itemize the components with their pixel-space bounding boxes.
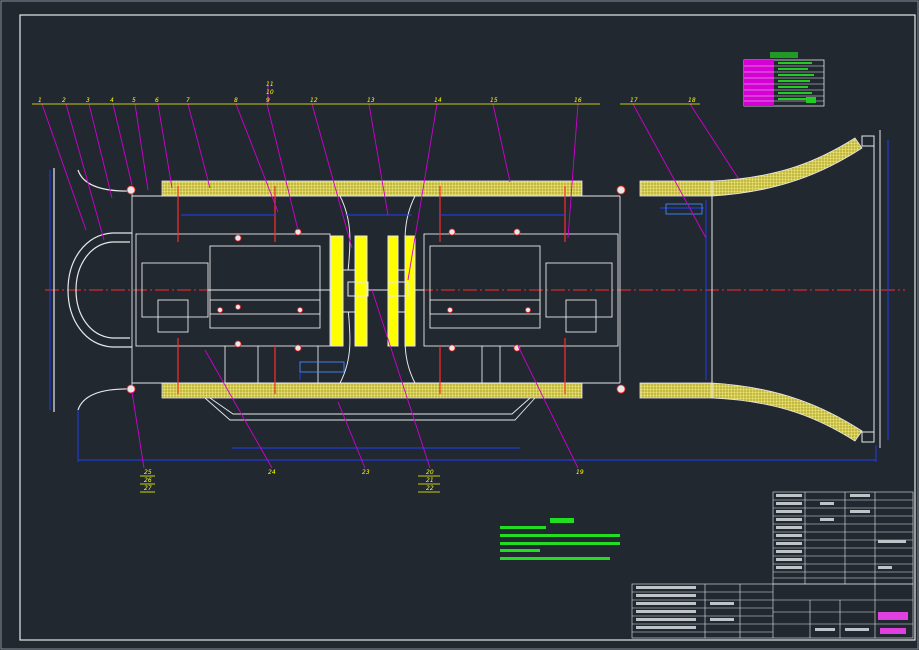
spec-table [743,52,825,107]
callout-9: 9 [266,97,270,104]
callout-14: 14 [434,97,442,104]
callout-8: 8 [234,97,238,104]
outlet-diffuser [711,137,863,442]
outlet-flange [711,130,881,448]
callout-25: 25 [144,469,152,476]
inner-casing [131,191,621,421]
intake-bell [53,168,133,412]
callout-19: 19 [576,469,584,476]
callout-underlines [32,103,700,493]
callout-20: 20 [426,469,434,476]
callout-3: 3 [86,97,90,104]
callout-21: 21 [426,477,434,484]
dimension-lines [49,140,889,462]
callout-17: 17 [630,97,638,104]
callout-2: 2 [62,97,66,104]
technical-notes [500,518,620,560]
callout-11: 11 [266,81,274,88]
callout-13: 13 [367,97,375,104]
callout-27: 27 [144,485,152,492]
callout-15: 15 [490,97,498,104]
callout-26: 26 [144,477,152,484]
callout-5: 5 [132,97,136,104]
callout-4: 4 [110,97,114,104]
tie-bolts [177,186,566,394]
callout-23: 23 [362,469,370,476]
tube-walls [161,180,713,399]
callout-24: 24 [268,469,276,476]
callout-16: 16 [574,97,582,104]
callout-6: 6 [155,97,159,104]
impeller-assembly [330,195,416,384]
title-block [631,491,914,639]
title-stamp [878,612,908,634]
leader-lines [41,85,739,469]
callout-22: 22 [426,485,434,492]
callout-18: 18 [688,97,696,104]
callout-labels: 1 2 3 4 5 6 7 8 9 10 11 12 13 14 15 16 1… [38,81,696,492]
callout-1: 1 [38,97,42,104]
callout-12: 12 [310,97,318,104]
title-block-text [636,494,906,631]
callout-7: 7 [186,97,190,104]
callout-10: 10 [266,89,274,96]
